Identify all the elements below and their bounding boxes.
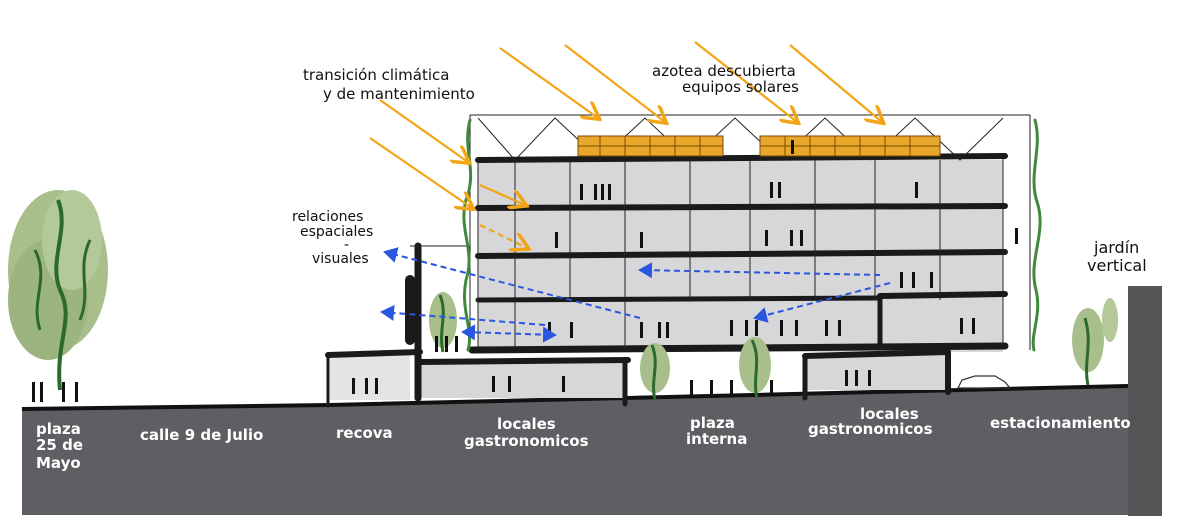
label-plaza-interna-1: plaza — [690, 414, 735, 432]
label-estacionamiento: estacionamiento — [990, 414, 1131, 432]
label-relaciones-3: - — [344, 237, 350, 253]
sun-arrows — [369, 41, 882, 248]
label-locales-a-1: locales — [497, 415, 556, 433]
label-azotea-1: azotea descubierta — [652, 62, 796, 80]
small-trees — [429, 292, 1118, 401]
slabs — [325, 153, 1009, 408]
label-jardin-1: jardín — [1094, 238, 1140, 257]
label-locales-b-2: gastronomicos — [808, 420, 933, 438]
label-plaza-1: plaza — [36, 420, 81, 438]
label-locales-a-2: gastronomicos — [464, 432, 589, 450]
label-recova: recova — [336, 424, 393, 442]
label-azotea-2: equipos solares — [682, 78, 799, 96]
solar-panels — [577, 135, 941, 157]
label-relaciones-4: visuales — [312, 251, 369, 267]
structure-lines — [410, 114, 1031, 350]
label-jardin-2: vertical — [1087, 256, 1147, 275]
label-plaza-2: 25 de — [36, 436, 84, 454]
label-transicion-1: transición climática — [303, 66, 450, 84]
label-relaciones-1: relaciones — [292, 209, 364, 225]
label-plaza-interna-2: interna — [686, 430, 748, 448]
label-locales-b-1: locales — [860, 405, 919, 423]
visual-relation-arrows — [380, 247, 891, 343]
label-transicion-2: y de mantenimiento — [323, 85, 475, 103]
people — [32, 140, 1018, 402]
car — [957, 375, 1012, 389]
label-calle: calle 9 de Julio — [140, 426, 264, 444]
tree-plaza — [8, 190, 108, 391]
label-plaza-3: Mayo — [36, 454, 81, 472]
ground-line — [21, 384, 1129, 411]
label-relaciones-2: espaciales — [300, 224, 374, 240]
